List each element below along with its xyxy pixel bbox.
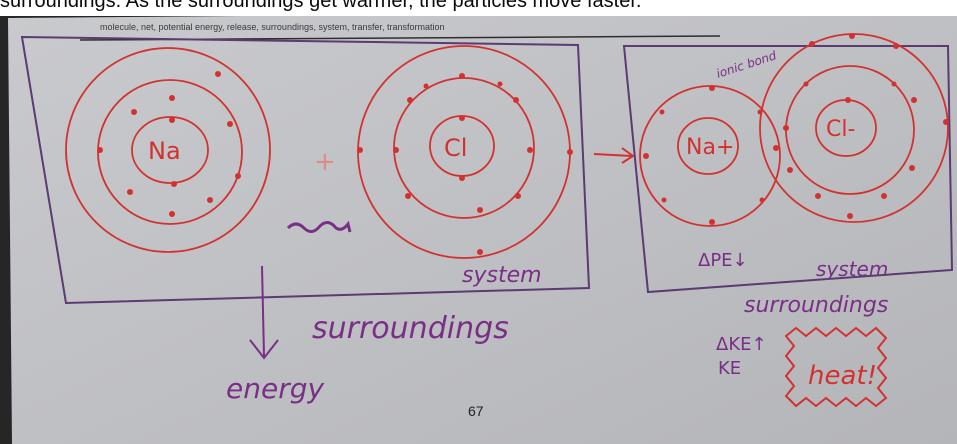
scribbled-out-word [286, 220, 352, 233]
right-surroundings-label: surroundings [744, 293, 888, 318]
delta-ke-label: ΔKE↑ [716, 334, 767, 355]
chlorine-electrons [357, 73, 573, 255]
top-caption-text: surroundings. As the surroundings get wa… [0, 0, 642, 12]
heat-label: heat! [808, 361, 877, 391]
chlorine-symbol: Cl [444, 134, 467, 162]
ke-label: KE [718, 358, 741, 379]
left-system-label: system [462, 263, 542, 288]
sodium-ion-symbol: Na+ [686, 135, 734, 160]
caption-strip [0, 0, 957, 16]
delta-pe-label: ΔPE↓ [698, 250, 748, 271]
sodium-symbol: Na [148, 137, 181, 165]
notebook-page [8, 10, 957, 444]
right-system-label: system [816, 257, 888, 281]
heat-burst [784, 326, 888, 408]
page-number: 67 [468, 403, 484, 419]
left-surroundings-label: surroundings [312, 311, 509, 346]
chloride-ion-electrons [783, 33, 949, 219]
chloride-ion-symbol: Cl- [826, 117, 855, 142]
plus-sign: + [314, 147, 336, 177]
sodium-ion-electrons [643, 85, 779, 225]
right-system-box [622, 45, 954, 294]
word-bank-text: molecule, net, potential energy, release… [100, 22, 445, 32]
left-system-box [20, 35, 591, 305]
reaction-arrow [593, 147, 635, 164]
sodium-electrons [97, 71, 241, 217]
energy-label: energy [226, 372, 324, 405]
energy-arrow [249, 265, 279, 360]
